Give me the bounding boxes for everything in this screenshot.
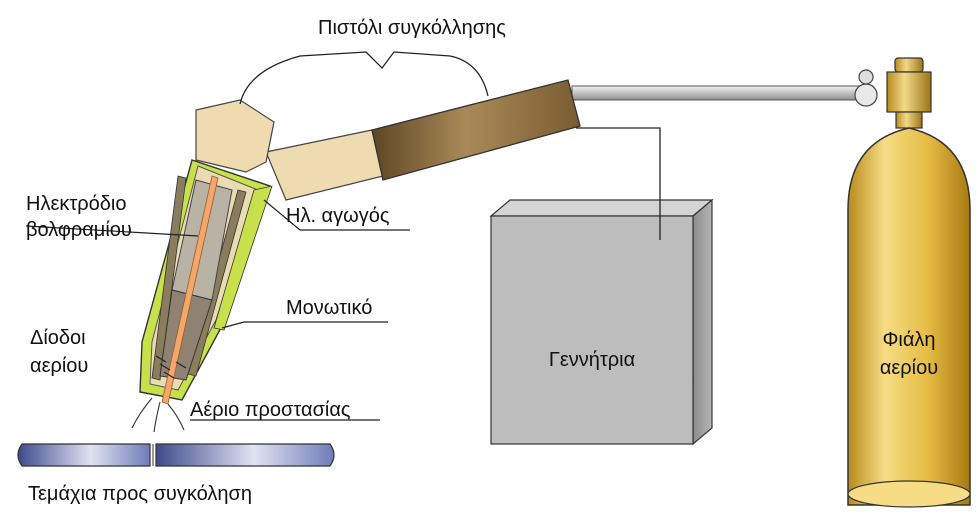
torch-handle <box>265 79 581 201</box>
electrode-label-line2: βολφραμίου <box>26 219 132 241</box>
cylinder-label-line1: Φιάλη <box>882 329 936 351</box>
torch-brace <box>239 51 489 105</box>
gas-pipe <box>571 69 878 107</box>
workpieces-label: Τεμάχια προς συγκόληση <box>28 483 252 505</box>
torch-label: Πιστόλι συγκόλλησης <box>318 17 506 39</box>
shield-gas-label: Αέριο προστασίας <box>190 399 351 421</box>
power-cable <box>576 127 661 240</box>
torch-body <box>139 99 275 405</box>
conductor-label: Ηλ. αγωγός <box>286 205 390 227</box>
insulator-label: Μονωτικό <box>286 297 373 319</box>
generator-label: Γεννήτρια <box>548 349 636 371</box>
shield-gas-wisps <box>131 397 185 433</box>
leader-lines <box>25 199 410 421</box>
workpieces <box>17 443 335 467</box>
generator <box>489 198 714 446</box>
cylinder-label-line2: αερίου <box>879 357 939 379</box>
gas-passages-label-line2: αερίου <box>30 355 89 377</box>
gas-cylinder <box>847 57 971 508</box>
electrode-label-line1: Ηλεκτρόδιο <box>26 193 127 215</box>
gas-passages-label-line1: Δίοδοι <box>30 327 86 349</box>
